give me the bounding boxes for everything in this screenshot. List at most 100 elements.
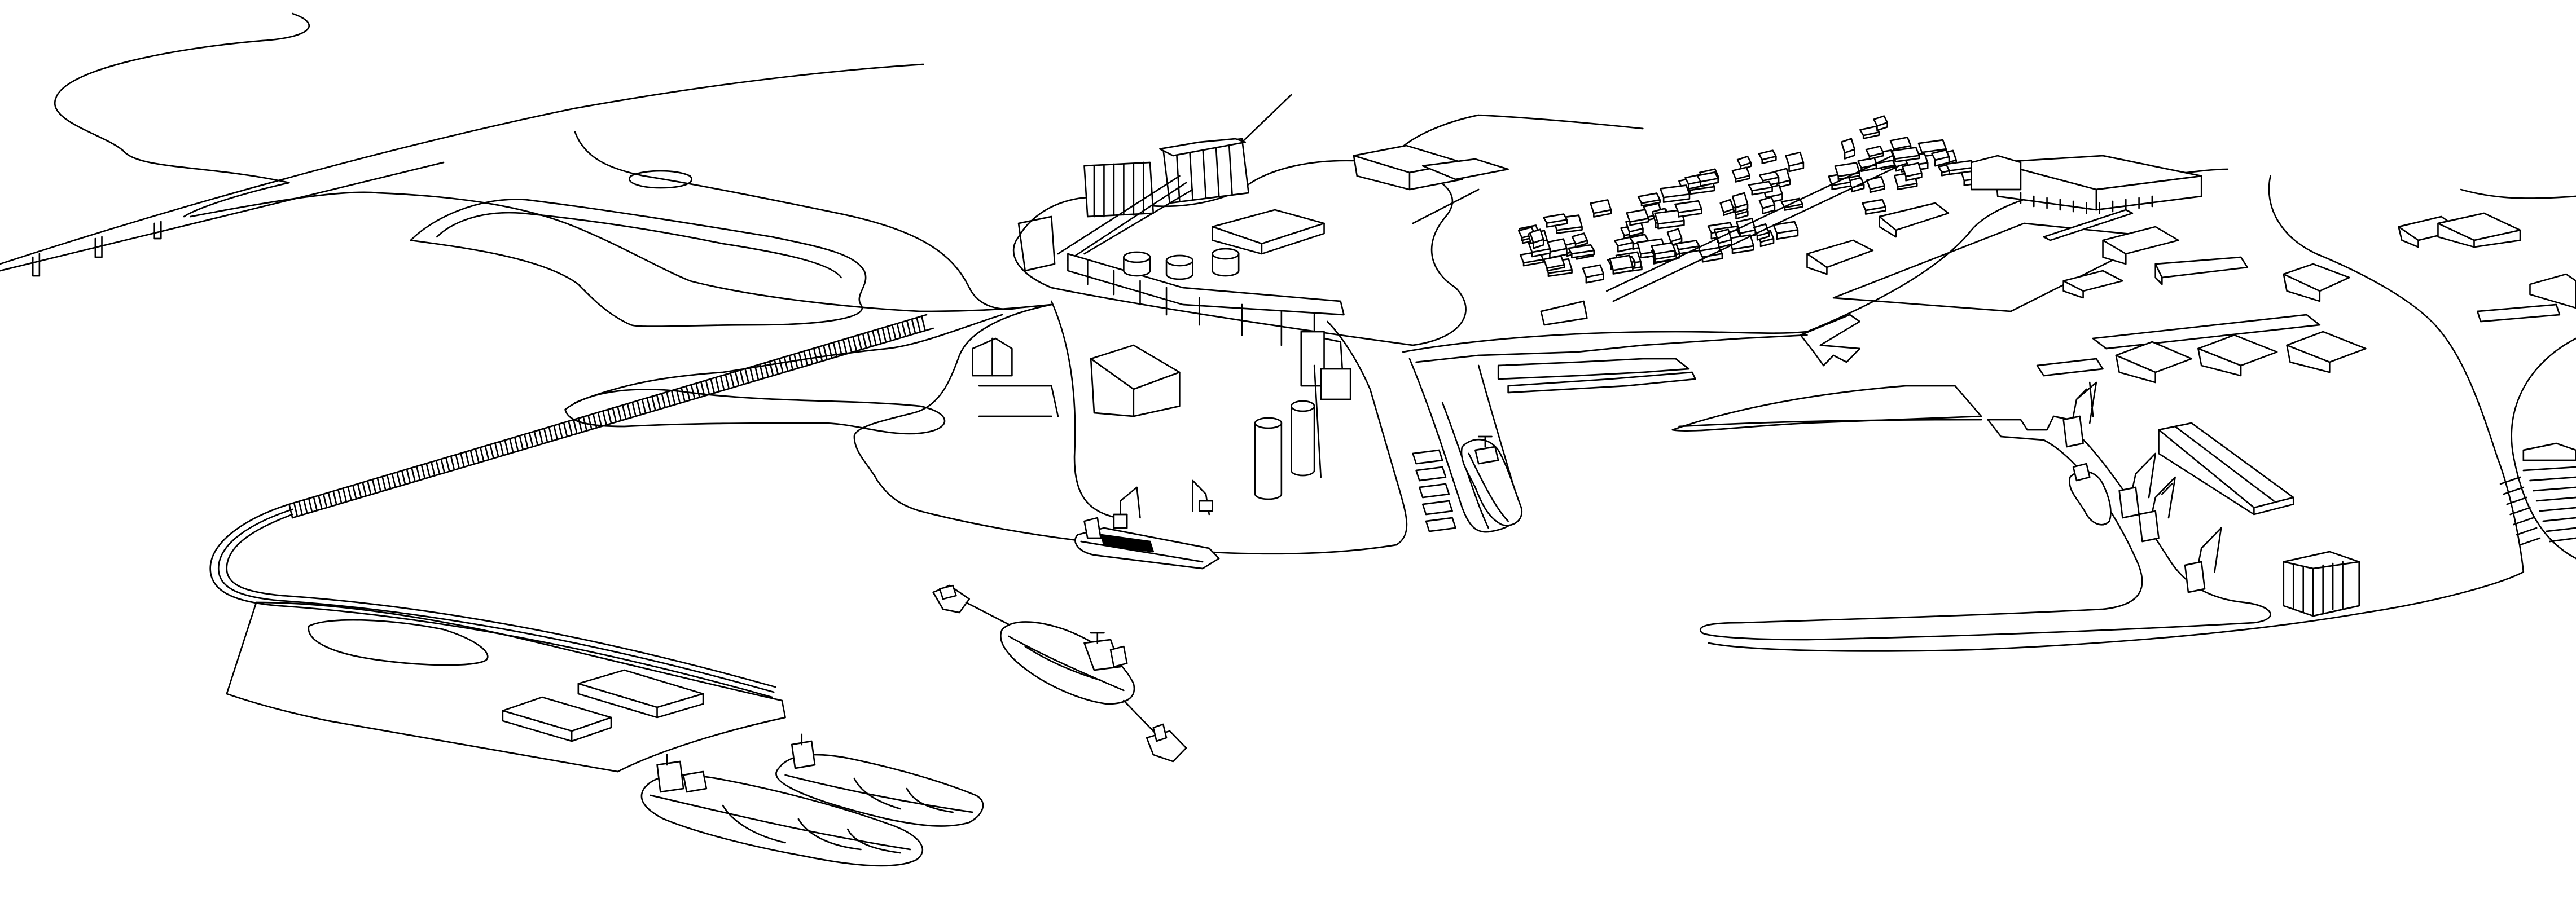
trestle-tie xyxy=(646,397,651,412)
trestle-tie xyxy=(823,344,828,360)
elevator-mast-line xyxy=(1241,94,1292,143)
trestle-tie xyxy=(769,360,774,376)
trestle-tie xyxy=(763,362,769,377)
town-waterfront-road xyxy=(1605,155,1900,302)
trestle-tie xyxy=(533,430,538,446)
east-warehouse-e xyxy=(2092,314,2321,350)
trestle-tie xyxy=(719,375,725,390)
warehouse-central-walls xyxy=(1090,358,1181,417)
town-block xyxy=(1758,196,1776,215)
east-shed-big-walls xyxy=(2158,429,2294,516)
trestle-tie xyxy=(352,485,357,500)
trestle-tie xyxy=(896,323,901,338)
trestle-tie xyxy=(612,407,617,422)
town-block xyxy=(1873,115,1888,131)
far-bridge-deck-upper xyxy=(0,63,924,265)
trestle-tie xyxy=(371,478,377,494)
silo-tall-left xyxy=(1254,417,1283,500)
far-bridge-piers xyxy=(32,221,162,277)
town-block xyxy=(1582,264,1604,284)
trestle-tie xyxy=(401,470,406,485)
right-pier-jetty xyxy=(1800,314,1860,367)
island-outline xyxy=(410,199,867,328)
tug-lower xyxy=(1146,723,1187,763)
town-block xyxy=(1543,213,1568,228)
town-block xyxy=(1772,221,1799,240)
central-hill-outline xyxy=(1012,160,1467,346)
trestle-tie xyxy=(901,321,906,337)
trestle-tie xyxy=(670,390,676,405)
trestle-tie xyxy=(440,458,445,474)
trestle-tie xyxy=(499,441,504,456)
trestle-tie xyxy=(783,356,789,372)
trestle-tie xyxy=(675,388,681,404)
town-block xyxy=(1758,149,1777,164)
trestle-tie xyxy=(587,414,593,430)
trestle-tie xyxy=(602,410,607,425)
trestle-tie xyxy=(396,471,401,487)
dock-blocks xyxy=(1412,449,1456,532)
trestle-tie xyxy=(661,393,666,408)
trestle-tie xyxy=(891,324,897,340)
trestle-tie xyxy=(431,461,436,477)
trestle-tie xyxy=(332,490,337,506)
right-basin-wedge xyxy=(1671,385,1982,432)
crane-central-1 xyxy=(1113,486,1141,529)
town-block xyxy=(1637,192,1661,207)
trestle-tie xyxy=(857,334,862,350)
terminal-shed-2-walls xyxy=(502,710,612,742)
central-quay-outline xyxy=(1050,300,1118,519)
trestle-tie xyxy=(621,404,627,420)
pier-gallery-long xyxy=(1067,253,1345,316)
trestle-tie xyxy=(494,442,499,457)
trestle-tie xyxy=(749,366,754,382)
east-yard-shed-2 xyxy=(1879,202,1950,238)
trestle-tie xyxy=(641,398,647,414)
town-block xyxy=(1785,151,1805,173)
trestle-tie xyxy=(406,468,411,484)
town-block xyxy=(1859,125,1880,139)
trestle-tie xyxy=(318,495,323,510)
trestle-tie xyxy=(568,420,573,436)
town-block xyxy=(1731,166,1751,183)
trestle-tie xyxy=(450,455,455,471)
causeway-curve-inner xyxy=(226,513,776,688)
trestle-tie xyxy=(577,417,583,433)
trestle-tie xyxy=(327,491,333,507)
east-long-platform xyxy=(2043,209,2134,241)
trestle-tie xyxy=(617,406,622,421)
trestle-tie xyxy=(367,480,372,496)
east-mainland-inner xyxy=(2460,188,2576,199)
trestle-tie xyxy=(548,426,554,442)
trestle-tie xyxy=(347,486,352,501)
town-block xyxy=(1590,199,1612,218)
pier-tower-right-block xyxy=(1320,368,1351,400)
east-yard-outline xyxy=(1832,222,2160,312)
east-warehouse-c xyxy=(2154,256,2249,285)
ship-docked-right xyxy=(1460,435,1523,526)
trestle-tie xyxy=(774,359,779,375)
middle-shoreline xyxy=(1402,331,1808,353)
east-lower-pier xyxy=(1699,415,2271,641)
trestle-tie xyxy=(744,368,749,383)
town-block xyxy=(1654,209,1685,230)
trestle-tie xyxy=(313,496,318,512)
far-east-structure xyxy=(2522,442,2576,461)
trestle-tie xyxy=(872,330,877,345)
terminal-warehouses xyxy=(502,669,704,742)
central-peninsula-outline xyxy=(853,303,1408,555)
town-block xyxy=(1696,171,1719,187)
east-yard-shed-1 xyxy=(1806,239,1874,275)
town-block xyxy=(1674,200,1702,218)
trestle-tie xyxy=(342,487,348,503)
river-bank-far xyxy=(574,131,1020,310)
tow-line-upper xyxy=(965,601,1013,627)
trestle-tie xyxy=(563,421,568,437)
elevator-block-left-ribs xyxy=(1093,161,1144,218)
town-building-blocks xyxy=(1517,115,1989,284)
east-warehouse-f-walls xyxy=(2115,344,2331,384)
town-small-block xyxy=(1540,300,1588,326)
vessels xyxy=(640,435,2112,867)
barge-cargo-dark xyxy=(1100,534,1155,553)
